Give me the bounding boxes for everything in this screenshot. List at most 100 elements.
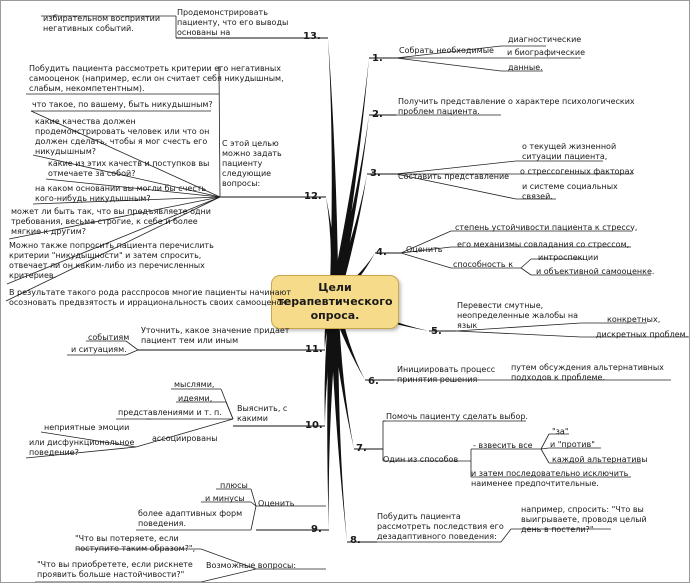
connector-line: [395, 45, 502, 59]
connector-line: [250, 501, 257, 507]
topic-9-question-1[interactable]: "Что вы потеряете, если поступите таким …: [75, 534, 196, 553]
topic-5-child-1[interactable]: конкретных,: [607, 315, 661, 324]
topic-10-child-4[interactable]: ассоциированы: [152, 434, 218, 443]
connector-line: [395, 57, 502, 72]
connector-line: [455, 322, 582, 332]
topic-12-question-4[interactable]: на каком основании вы могли бы счесть ко…: [35, 184, 207, 203]
topic-3-child-2[interactable]: о стрессогенных факторах: [520, 167, 635, 176]
topic-6-number: 6.: [368, 376, 379, 387]
topic-2-label[interactable]: Получить представление о характере психо…: [398, 97, 635, 116]
topic-8-number: 8.: [350, 535, 361, 546]
topic-11-number: 11.: [305, 344, 323, 355]
topic-9-question-2[interactable]: "Что вы приобретете, если рискнете прояв…: [37, 560, 193, 579]
connector-line: [125, 340, 139, 351]
topic-12-outro[interactable]: В результате такого рода расспросов мног…: [9, 288, 292, 307]
topic-4-child-3[interactable]: способность к: [453, 260, 514, 269]
topic-3-number: 3.: [370, 168, 381, 179]
connector-line: [329, 300, 347, 542]
topic-7-child-1[interactable]: - взвесить все: [473, 441, 533, 450]
topic-7-grandchild-1[interactable]: "за": [552, 427, 569, 436]
topic-4-child-1[interactable]: степень устойчивости пациента к стрессу,: [455, 223, 638, 232]
connector-line: [200, 548, 257, 570]
topic-2-number: 2.: [372, 109, 383, 120]
connector-line: [40, 431, 137, 448]
topic-12-label[interactable]: С этой целью можно задать пациенту следу…: [222, 139, 282, 188]
connector-line: [520, 258, 532, 269]
topic-10-number: 10.: [305, 420, 323, 431]
connector-line: [400, 246, 452, 254]
connector-line: [500, 528, 512, 543]
topic-3-child-1[interactable]: о текущей жизненной ситуации пациента,: [522, 142, 617, 161]
topic-7-child-2[interactable]: и затем последовательно исключить наимен…: [471, 469, 629, 488]
topic-7-label[interactable]: Помочь пациенту сделать выбор.: [386, 412, 528, 421]
topic-11-child-1[interactable]: событиям: [88, 333, 130, 342]
topic-11-child-2[interactable]: и ситуациям.: [71, 345, 127, 354]
connector-line: [45, 178, 221, 198]
topic-12-question-5[interactable]: может ли быть так, что вы предъявляете о…: [11, 207, 211, 236]
connector-line: [225, 401, 234, 420]
connector-line: [327, 300, 339, 530]
topic-7-number: 7.: [356, 443, 367, 454]
topic-10-grandchild-2[interactable]: или дисфункциональное поведение?: [29, 438, 135, 457]
topic-3-label[interactable]: Составить представление: [398, 172, 510, 181]
topic-10-child-2[interactable]: идеями,: [178, 394, 213, 403]
connector-line: [400, 230, 452, 254]
central-topic[interactable]: Цели терапевтического опроса.: [271, 275, 399, 329]
topic-9-child-3[interactable]: более адаптивных форм поведения.: [138, 509, 243, 528]
topic-12-question-1[interactable]: что такое, по вашему, быть никудышным?: [32, 100, 213, 109]
connector-line: [400, 252, 452, 269]
topic-11-label[interactable]: Уточнить, какое значение придает пациент…: [141, 326, 290, 345]
connector-line: [250, 505, 257, 531]
connector-line: [250, 488, 257, 507]
topic-9-label[interactable]: Оценить: [258, 499, 295, 508]
connector-line: [324, 300, 339, 426]
connector-line: [32, 196, 221, 205]
topic-1-number: 1.: [372, 53, 383, 64]
topic-1-child-1[interactable]: диагностические: [508, 35, 582, 44]
connector-line: [6, 196, 221, 285]
topic-6-label[interactable]: Инициировать процесс принятия решения: [397, 365, 496, 384]
topic-8-child-1[interactable]: например, спросить: "Что вы выигрываете,…: [521, 505, 647, 534]
connector-line: [200, 568, 257, 582]
topic-12-question-2[interactable]: какие качества должен продемонстрировать…: [35, 117, 210, 156]
topic-4-label[interactable]: Оценить: [406, 245, 443, 254]
topic-9-sublabel[interactable]: Возможные вопросы:: [206, 561, 297, 570]
topic-9-child-1[interactable]: плюсы: [220, 481, 248, 490]
topic-3-child-3[interactable]: и системе социальных связей.: [522, 182, 618, 201]
topic-7-grandchild-2[interactable]: и "против": [550, 440, 595, 449]
connector-line: [25, 446, 137, 459]
topic-12-question-6[interactable]: Можно также попросить пациента перечисли…: [9, 241, 214, 280]
topic-10-grandchild-1[interactable]: неприятные эмоции: [44, 423, 130, 432]
connector-line: [395, 160, 517, 175]
topic-1-child-3[interactable]: данные.: [508, 63, 543, 72]
connector-line: [455, 330, 582, 338]
connector-line: [328, 38, 339, 302]
topic-7-sublabel[interactable]: Один из способов: [383, 455, 459, 464]
topic-4-grandchild-2[interactable]: и объективной самооценке.: [536, 267, 655, 276]
topic-6-child-1[interactable]: путем обсуждения альтернативных подходов…: [511, 363, 664, 382]
topic-5-label[interactable]: Перевести смутные, неопределенные жалобы…: [457, 301, 579, 330]
connector-line: [540, 447, 550, 450]
connector-line: [218, 65, 221, 198]
topic-13-label[interactable]: Продемонстрировать пациенту, что его выв…: [177, 8, 289, 37]
topic-5-child-2[interactable]: дискретных проблем.: [596, 330, 689, 339]
topic-4-grandchild-1[interactable]: интроспекции: [538, 253, 599, 262]
topic-8-label[interactable]: Побудить пациента рассмотреть последстви…: [377, 512, 504, 541]
topic-12-question-3[interactable]: какие из этих качеств и поступков вы отм…: [48, 159, 210, 178]
topic-10-child-1[interactable]: мыслями,: [174, 380, 215, 389]
topic-1-child-2[interactable]: и биографические: [507, 48, 585, 57]
topic-4-child-2[interactable]: его механизмы совладания со стрессом,: [457, 240, 630, 249]
topic-5-number: 5.: [431, 326, 442, 337]
topic-9-number: 9.: [311, 524, 322, 535]
topic-7-grandchild-3[interactable]: каждой альтернативы: [552, 455, 648, 464]
topic-4-number: 4.: [376, 247, 387, 258]
topic-13-child-1[interactable]: избирательном восприятии негативных собы…: [43, 14, 161, 33]
topic-1-label[interactable]: Собрать необходимые: [399, 46, 494, 55]
connector-line: [32, 154, 221, 198]
topic-9-child-2[interactable]: и минусы: [205, 494, 245, 503]
topic-12-number: 12.: [304, 191, 322, 202]
topic-10-child-3[interactable]: представлениями и т. п.: [118, 408, 222, 417]
topic-12-intro[interactable]: Побудить пациента рассмотреть критерии е…: [29, 64, 284, 93]
topic-10-label[interactable]: Выяснить, с какими: [237, 404, 288, 423]
